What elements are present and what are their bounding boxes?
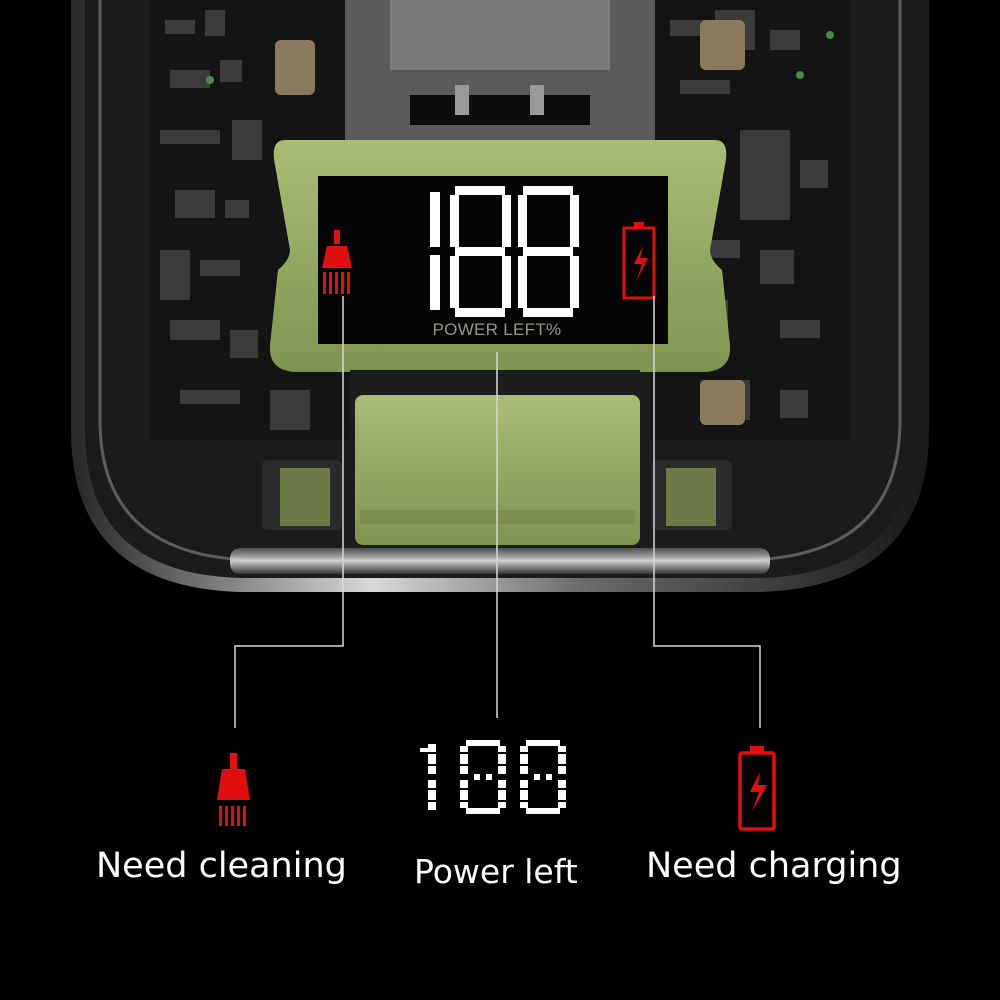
circuit-leds bbox=[206, 31, 834, 84]
power-left-label: Power left bbox=[414, 852, 578, 891]
brush-icon bbox=[217, 753, 250, 826]
lcd-brush-icon bbox=[322, 230, 352, 294]
lcd-digits bbox=[430, 186, 579, 317]
power-left-readout: 100 bbox=[416, 740, 576, 814]
circuit-copper-pads bbox=[275, 20, 745, 425]
lcd-caption: POWER LEFT% bbox=[432, 320, 562, 339]
leader-lines bbox=[234, 296, 761, 728]
battery-charging-icon bbox=[738, 746, 776, 831]
shell-chrome-edge bbox=[71, 0, 929, 592]
shell-bottom-rim bbox=[230, 548, 770, 574]
need-charging-label: Need charging bbox=[646, 846, 902, 886]
lcd-battery-icon bbox=[622, 222, 656, 300]
lcd-panel bbox=[318, 176, 668, 344]
need-cleaning-label: Need cleaning bbox=[96, 846, 347, 886]
